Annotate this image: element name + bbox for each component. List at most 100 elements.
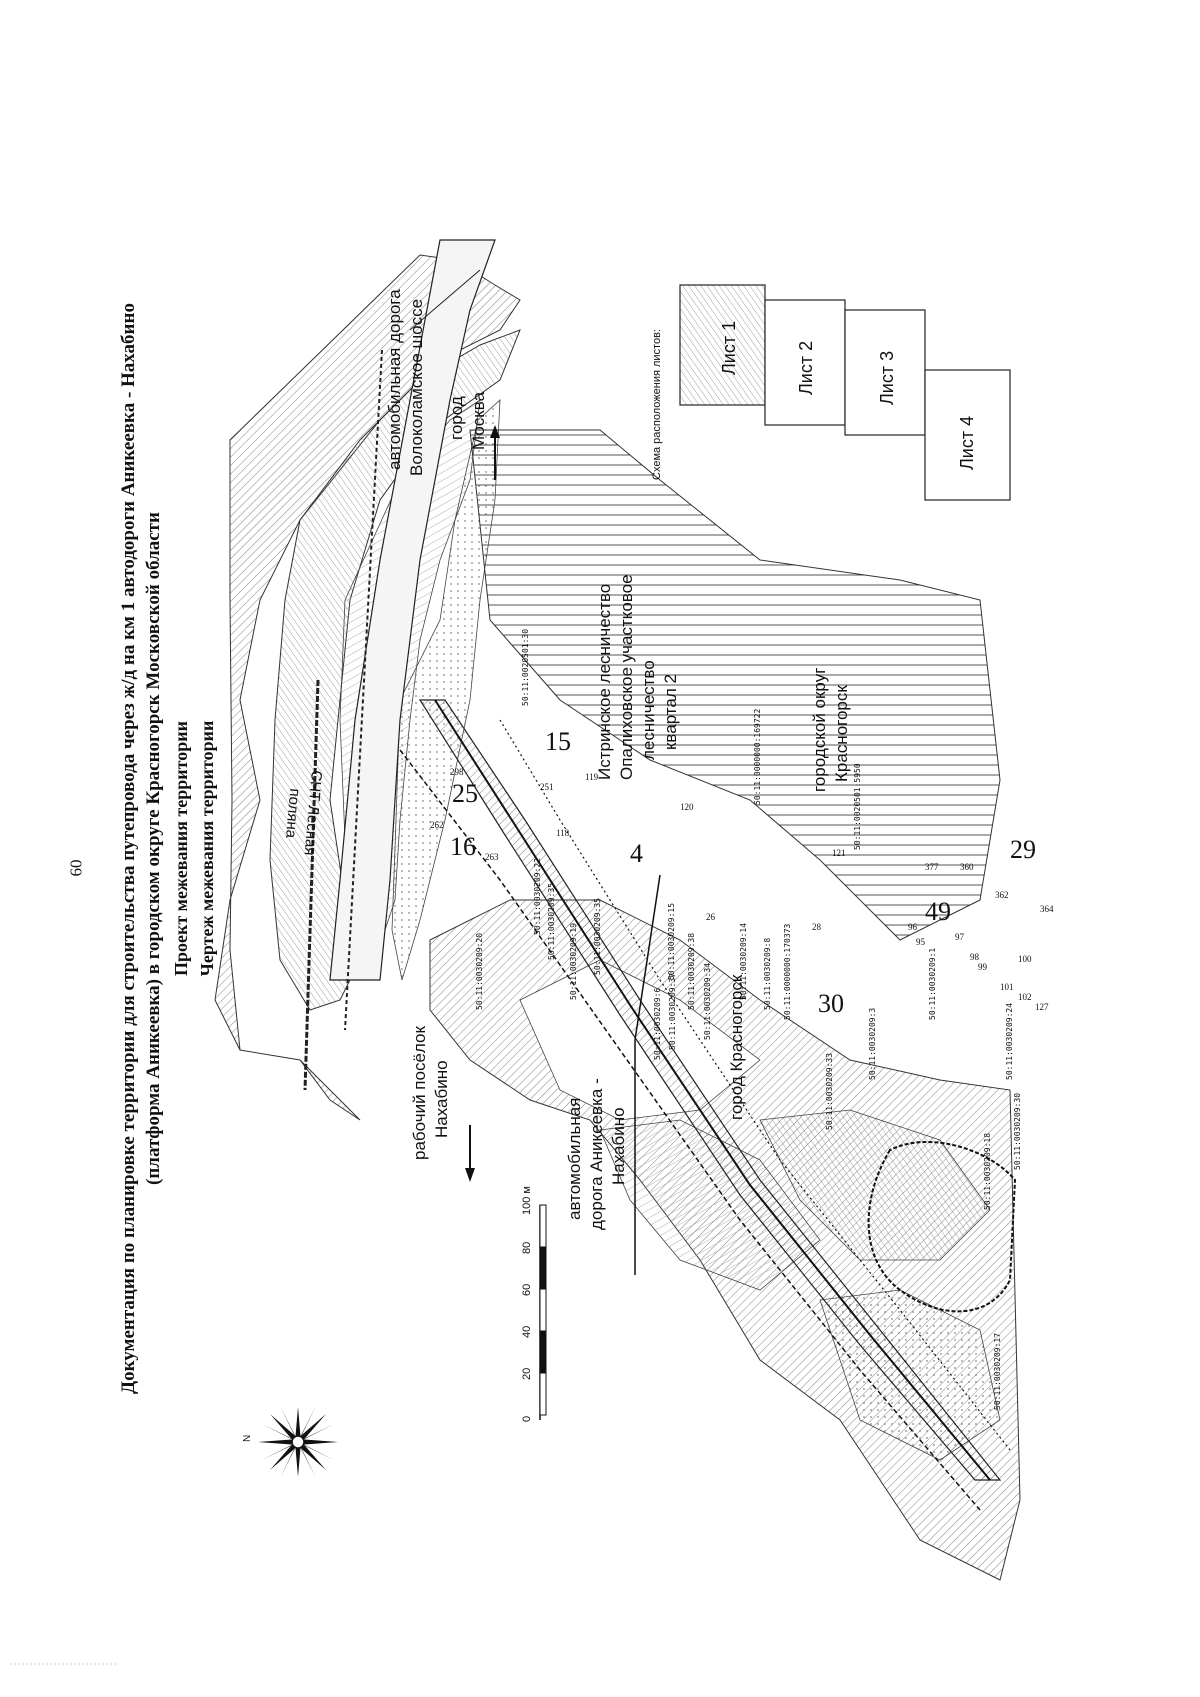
sheet-4-box [924, 369, 1011, 501]
forest-area [469, 429, 1001, 941]
scale-tick: 100 м [521, 1186, 533, 1215]
label-forestry: Истринское лесничество Опалиховское учас… [595, 574, 680, 780]
snt-label-2: поляна [282, 788, 303, 840]
point-number: 263 [485, 852, 499, 862]
point-number: 98 [970, 952, 980, 962]
railway-corridor [399, 699, 1011, 1511]
cadastral-labels: 50:11:0020501:30 50:11:0030209:20 50:11:… [475, 629, 1022, 1410]
scale-tick: 20 [521, 1368, 533, 1380]
interchange-loop [867, 1141, 1017, 1313]
cadastral-label: 50:11:0030209:22 [533, 858, 542, 935]
north-compass-icon: N [242, 1406, 338, 1478]
point-number: 28 [812, 922, 822, 932]
sheet-scheme-caption: Схема расположения листов: [651, 329, 663, 480]
cadastral-label: 50:11:0030209:34 [703, 963, 712, 1040]
point-number: 121 [832, 848, 846, 858]
point-number: 102 [1018, 992, 1032, 1002]
forestry-label-2: Опалиховское участковое [617, 574, 636, 780]
sheet-scheme: Схема расположения листов: Лист 1 Лист 2… [651, 284, 1011, 501]
forestry-label-4: квартал 2 [661, 674, 680, 750]
scale-tick: 80 [521, 1242, 533, 1254]
cadastral-label: 50:11:0020501:30 [521, 629, 530, 706]
point-number: 99 [978, 962, 988, 972]
road-an-label-2: дорога Аникеевка - [587, 1078, 606, 1230]
label-krasnogorsk-city: город Красногорск [727, 974, 746, 1120]
point-number: 100 [1018, 954, 1032, 964]
nakhabino-label-1: рабочий посёлок [410, 1026, 429, 1160]
zone-29: 29 [1010, 835, 1036, 864]
moscow-label-1: город [447, 396, 466, 440]
cadastral-label: 50:11:0030209:37 [668, 973, 677, 1050]
sheet-2-label: Лист 2 [796, 341, 816, 395]
cadastral-label: 50:11:0030209:14 [739, 923, 748, 1000]
sheet-3-label: Лист 3 [877, 351, 897, 405]
road-name-2: Волоколамское шоссе [407, 299, 426, 476]
nakhabino-label-2: Нахабино [432, 1060, 451, 1138]
cadastral-label: 50:11:0030209:35 [547, 883, 556, 960]
cadastral-label: 50:11:0030209:6 [653, 988, 662, 1060]
cadastral-label: 50:11:0000000:169722 [753, 708, 762, 805]
cadastral-label: 50:11:0030209:15 [667, 903, 676, 980]
cadastral-label: 50:11:0030209:35 [593, 898, 602, 975]
point-number: 101 [1000, 982, 1014, 992]
highway-corridor [303, 239, 496, 1091]
road-an-label-1: автомобильная [565, 1098, 584, 1220]
moscow-arrow-head [490, 425, 500, 438]
zone-4: 4 [630, 839, 643, 868]
scale-tick: 40 [521, 1326, 533, 1338]
krasnogorsk-city-label: город Красногорск [727, 974, 746, 1120]
forestry-label-1: Истринское лесничество [595, 584, 614, 780]
cadastral-label: 50:11:0030209:1 [928, 948, 937, 1020]
sheet-3-box [844, 309, 926, 436]
zone-49: 49 [925, 897, 951, 926]
nakhabino-arrow-head [465, 1168, 475, 1182]
scale-tick: 0 [521, 1416, 533, 1422]
sheet-2-box [764, 299, 846, 426]
zone-15: 15 [545, 727, 571, 756]
cadastral-label: 50:11:0030209:3 [868, 1008, 877, 1080]
cadastral-label: 50:11:0030209:24 [1005, 1003, 1014, 1080]
point-number: 364 [1040, 904, 1054, 914]
point-number: 26 [706, 912, 716, 922]
gorokrug-label-2: Красногорск [832, 685, 851, 782]
sheet-4-label: Лист 4 [957, 416, 977, 470]
north-label: N [242, 1435, 253, 1442]
scale-tick: 60 [521, 1284, 533, 1296]
cadastral-label: 50:11:0030209:8 [763, 938, 772, 1010]
cadastral-label: 50:11:0030209:33 [825, 1053, 834, 1130]
label-road-an: автомобильная дорога Аникеевка - Нахабин… [565, 1078, 628, 1230]
cadastral-label: 50:11:0030209:19 [569, 923, 578, 1000]
gorokrug-label-1: городской округ [810, 668, 829, 792]
survey-points: 298 262 263 251 119 118 120 121 26 28 37… [430, 767, 1054, 1012]
point-number: 118 [556, 828, 570, 838]
point-number: 97 [955, 932, 965, 942]
point-number: 95 [916, 937, 926, 947]
label-moscow: город Москва [447, 391, 488, 450]
label-nakhabino: рабочий посёлок Нахабино [410, 1026, 451, 1160]
road-name-1: автомобильная дорога [385, 289, 404, 470]
point-number: 362 [995, 890, 1009, 900]
cadastral-label: 50:11:0000000:170373 [783, 923, 792, 1020]
point-number: 119 [585, 772, 599, 782]
highway-edge-dashed [344, 349, 383, 1031]
cadastral-label: 50:11:0030209:18 [983, 1133, 992, 1210]
cadastral-label: 50:11:0030209:17 [993, 1333, 1002, 1410]
zone-16: 16 [450, 832, 476, 861]
label-gorokrug: городской округ Красногорск [810, 668, 851, 792]
point-number: 96 [908, 922, 918, 932]
point-number: 127 [1035, 1002, 1049, 1012]
cadastral-label: 50:11:0030209:38 [687, 933, 696, 1010]
point-number: 298 [450, 767, 464, 777]
cadastral-label: 50:11:0030209:30 [1013, 1093, 1022, 1170]
forestry-label-3: лесничество [639, 660, 658, 760]
cadastral-label: 50:11:0020501:5950 [853, 763, 862, 850]
scale-bar: 0 20 40 60 80 100 м [521, 1186, 547, 1422]
point-number: 120 [680, 802, 694, 812]
point-number: 360 [960, 862, 974, 872]
zone-30: 30 [818, 989, 844, 1018]
road-an-label-3: Нахабино [609, 1107, 628, 1185]
sheet-1-box [679, 284, 766, 406]
sheet-1-label: Лист 1 [719, 321, 739, 375]
